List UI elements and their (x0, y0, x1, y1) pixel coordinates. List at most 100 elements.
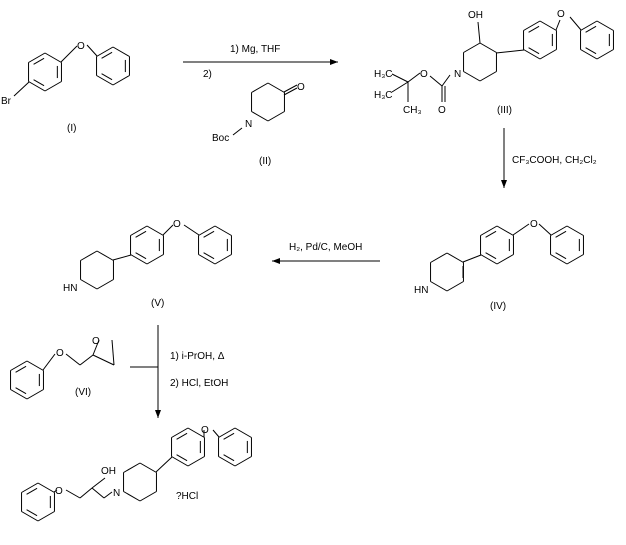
step1-reagent-2: 2) (203, 69, 212, 80)
double-bond (203, 252, 215, 260)
ring-bond (80, 279, 98, 290)
ring-bond (480, 254, 498, 265)
arrow-step4-head (155, 410, 161, 418)
double-bond (585, 25, 597, 33)
bond (232, 127, 243, 136)
compound-III-phenyl-ring (580, 20, 614, 60)
step4-reagent-1: 1) i-PrOH, Δ (170, 351, 225, 362)
ring-bond (496, 254, 514, 265)
ring-bond (550, 254, 568, 265)
bond (569, 16, 582, 31)
compound-I-label: (I) (67, 123, 76, 134)
bond (162, 224, 174, 236)
bond (391, 81, 409, 93)
bond (495, 49, 525, 54)
ring-bond (10, 389, 28, 400)
compound-V-HN: HN (63, 283, 77, 294)
bond (477, 21, 481, 44)
ring-bond (539, 20, 557, 31)
ring-bond (146, 254, 164, 265)
ring-bond (251, 82, 269, 93)
ring-bond (21, 482, 39, 493)
bond (91, 477, 106, 489)
double-bond (135, 230, 147, 238)
bond (111, 339, 115, 366)
ring-bond (37, 511, 55, 522)
bond (441, 74, 451, 87)
ring-bond (171, 456, 189, 467)
ring-bond (430, 281, 448, 292)
step4-reagent-2: 2) HCl, EtOH (170, 378, 228, 389)
ring-bond (267, 82, 285, 93)
ring-bond (198, 254, 216, 265)
double-bond (101, 73, 113, 81)
bond (429, 75, 443, 87)
double-bond (223, 432, 235, 440)
ring-bond (218, 456, 236, 467)
compound-II-label: (II) (259, 156, 271, 167)
compound-III-label: (III) (497, 105, 512, 116)
bond (407, 72, 421, 83)
double-bond (33, 79, 45, 87)
double-bond (203, 230, 215, 238)
compound-II-O: O (297, 82, 305, 93)
ring-bond (480, 225, 498, 236)
ring-bond (496, 225, 514, 236)
compound-I-phenyl-ring (96, 46, 130, 86)
ring-bond (234, 427, 252, 438)
double-bond (15, 387, 27, 395)
bond (112, 254, 132, 261)
ring-bond (267, 111, 285, 122)
product-phenyl-ring-1 (21, 482, 55, 522)
ring-bond (214, 254, 232, 265)
compound-III-CH3: CH₃ (403, 105, 422, 116)
compound-IV-label: (IV) (490, 301, 506, 312)
bond (65, 489, 81, 499)
compound-VI-label: (VI) (75, 387, 91, 398)
ring-bond (96, 250, 114, 261)
double-bond (485, 252, 497, 260)
bond (512, 223, 530, 236)
bond (212, 429, 220, 438)
ring-bond (28, 81, 46, 92)
bond (65, 353, 81, 366)
compound-VI-phenyl-ring (10, 360, 44, 400)
compound-II-N: N (245, 119, 252, 130)
ring-bond (430, 252, 448, 263)
ring-bond (96, 75, 114, 86)
compound-III-OH: OH (468, 10, 483, 21)
bond (283, 87, 298, 96)
bond (60, 45, 78, 63)
ring-bond (234, 456, 252, 467)
compound-IV-tetrahydropyridine-ring (430, 252, 464, 292)
bond (92, 354, 115, 366)
ring-bond (523, 20, 541, 31)
ring-bond (123, 491, 141, 502)
compound-V-O: O (173, 219, 181, 230)
ring-bond (218, 427, 236, 438)
ring-bond (566, 254, 584, 265)
step3-reagents: H₂, Pd/C, MeOH (289, 242, 362, 253)
product-piperidine-ring (123, 462, 157, 502)
ring-bond (187, 427, 205, 438)
ring-bond (566, 225, 584, 236)
ring-bond (523, 49, 541, 60)
compound-VI-O-ether: O (56, 348, 64, 359)
compound-III-N: N (454, 69, 461, 80)
ring-bond (171, 427, 189, 438)
product-salt: ?HCl (176, 491, 198, 502)
double-bond (223, 454, 235, 462)
ring-bond (539, 49, 557, 60)
compound-I-Br: Br (1, 96, 12, 107)
ring-bond (112, 46, 130, 57)
arrow-step2-head (501, 180, 507, 188)
bond (183, 224, 200, 236)
compound-III-H3C-a: H₃C (374, 69, 393, 80)
ring-bond (130, 225, 148, 236)
ring-bond (123, 462, 141, 473)
bond (42, 353, 56, 371)
bond (13, 81, 30, 97)
step1-reagent-1: 1) Mg, THF (230, 44, 280, 55)
bond (103, 491, 113, 499)
